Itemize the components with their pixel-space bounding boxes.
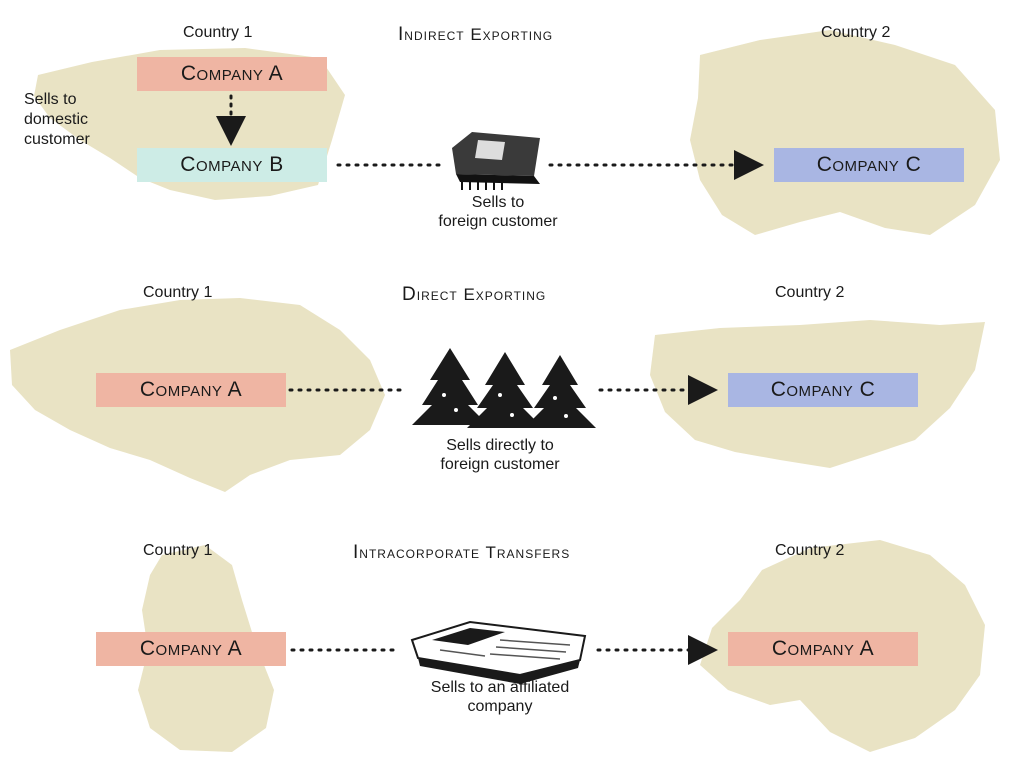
panel-3-caption: Sells to an affiliated company xyxy=(385,678,615,716)
panel-3-company-a-right-box: Company A xyxy=(728,632,918,666)
pine-trees-icon xyxy=(412,348,596,428)
panel-2-caption-line-2: foreign customer xyxy=(440,456,560,473)
microchip-icon xyxy=(452,132,540,190)
panel-2-company-a-box: Company A xyxy=(96,373,286,407)
newspaper-icon xyxy=(410,620,587,684)
panel-1-company-c-box: Company C xyxy=(774,148,964,182)
panel-2-caption: Sells directly to foreign customer xyxy=(400,436,600,474)
side-note-line-3: customer xyxy=(24,131,90,148)
panel-1-company-b-box: Company B xyxy=(137,148,327,182)
panel-1-caption-line-1: Sells to xyxy=(471,194,525,211)
panel-3-title: Intracorporate Transfers xyxy=(353,542,571,563)
panel-2-caption-line-1: Sells directly to xyxy=(446,437,554,454)
panel-1-right-country-label: Country 2 xyxy=(821,24,891,41)
panel-3-right-country-label: Country 2 xyxy=(775,542,845,559)
panel-1-side-note: Sells to domestic customer xyxy=(24,90,90,150)
panel-1-company-a-box: Company A xyxy=(137,57,327,91)
panel-3-caption-line-1: Sells to an affiliated xyxy=(430,679,570,696)
panel-1-left-country-label: Country 1 xyxy=(183,24,253,41)
panel-1-caption-line-2: foreign customer xyxy=(438,213,558,230)
panel-3-caption-line-2: company xyxy=(467,698,533,715)
panel-3-left-country-label: Country 1 xyxy=(143,542,213,559)
panel-2-title: Direct Exporting xyxy=(402,284,547,305)
panel-1-caption: Sells to foreign customer xyxy=(398,193,598,231)
panel-1-title: Indirect Exporting xyxy=(398,24,554,45)
side-note-line-1: Sells to xyxy=(24,91,77,108)
map-europe-shape xyxy=(690,30,1000,235)
panel-2-left-country-label: Country 1 xyxy=(143,284,213,301)
panel-2-right-country-label: Country 2 xyxy=(775,284,845,301)
panel-2-company-c-box: Company C xyxy=(728,373,918,407)
panel-3-company-a-left-box: Company A xyxy=(96,632,286,666)
side-note-line-2: domestic xyxy=(24,111,89,128)
